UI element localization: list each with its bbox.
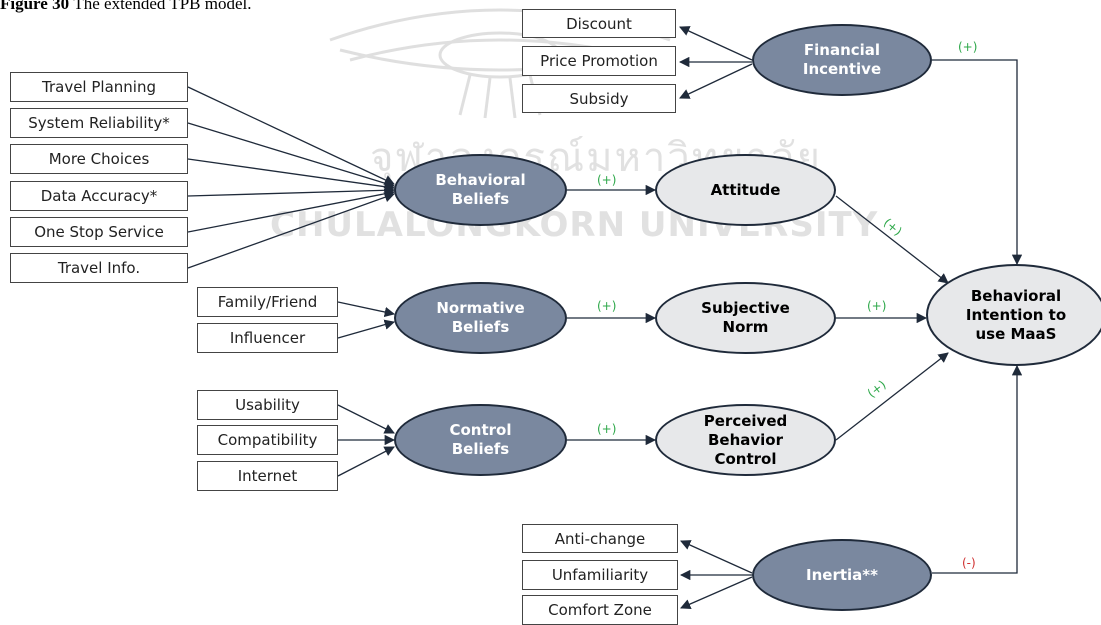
input-system-reliability: System Reliability*: [10, 108, 188, 138]
input-internet: Internet: [197, 461, 338, 491]
figure-label: Figure 30: [0, 0, 70, 13]
input-unfamiliarity: Unfamiliarity: [522, 560, 678, 590]
sign-norm-intention: (+): [867, 299, 887, 313]
link-financial-discount: [679, 26, 753, 61]
sign-control-pbc: (+): [597, 422, 617, 436]
node-perceived-behavior-control: Perceived Behavior Control: [655, 404, 836, 476]
link-financial-intention: [932, 59, 1023, 266]
input-subsidy: Subsidy: [522, 84, 676, 113]
node-normative-beliefs: Normative Beliefs: [394, 282, 567, 354]
input-anti-change: Anti-change: [522, 524, 678, 553]
sign-inertia: (-): [962, 556, 976, 570]
link-attitude-intention: [835, 195, 949, 284]
node-subjective-norm: Subjective Norm: [655, 282, 836, 354]
link-inertia-intention: [932, 364, 1023, 574]
input-data-accuracy: Data Accuracy*: [10, 181, 188, 211]
link-internet: [337, 446, 395, 477]
link-travel-info: [187, 192, 395, 269]
link-influencer: [337, 319, 395, 339]
sign-normative-norm: (+): [597, 299, 617, 313]
figure-caption: Figure 30 The extended TPB model.: [0, 0, 252, 14]
sign-financial: (+): [958, 40, 978, 54]
link-data-accuracy: [187, 185, 396, 197]
link-more-choices: [187, 158, 396, 192]
figure-title: The extended TPB model.: [73, 0, 252, 13]
node-financial-incentive: Financial Incentive: [752, 24, 932, 96]
input-usability: Usability: [197, 390, 338, 420]
node-inertia: Inertia**: [752, 539, 932, 611]
link-family-friend: [337, 301, 396, 318]
node-control-beliefs: Control Beliefs: [394, 404, 567, 476]
input-influencer: Influencer: [197, 323, 338, 353]
input-travel-planning: Travel Planning: [10, 72, 188, 102]
link-financial-subsidy: [679, 63, 753, 99]
input-more-choices: More Choices: [10, 144, 188, 174]
node-behavioral-intention: Behavioral Intention to use MaaS: [926, 264, 1101, 366]
input-discount: Discount: [522, 9, 676, 38]
input-comfort-zone: Comfort Zone: [522, 595, 678, 625]
input-price-promotion: Price Promotion: [522, 46, 676, 76]
link-travel-planning: [187, 86, 395, 185]
link-inertia-anti-change: [680, 540, 753, 574]
input-compatibility: Compatibility: [197, 425, 338, 455]
link-pbc-intention: [835, 352, 949, 441]
input-family-friend: Family/Friend: [197, 287, 338, 317]
input-one-stop-service: One Stop Service: [10, 217, 188, 247]
sign-behavioral-attitude: (+): [597, 173, 617, 187]
link-system-reliability: [187, 122, 395, 189]
node-attitude: Attitude: [655, 154, 836, 226]
link-inertia-comfort-zone: [680, 576, 753, 610]
input-travel-info: Travel Info.: [10, 253, 188, 283]
node-behavioral-beliefs: Behavioral Beliefs: [394, 154, 567, 226]
link-usability: [337, 404, 395, 434]
link-one-stop-service: [187, 188, 396, 233]
